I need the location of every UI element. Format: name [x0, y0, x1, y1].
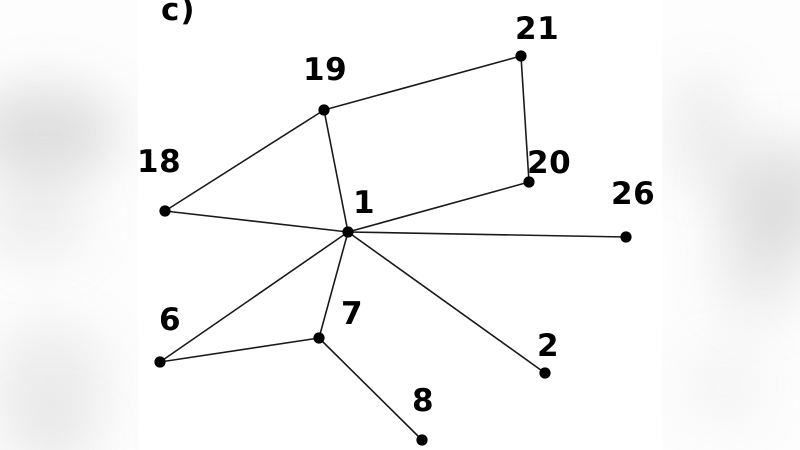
graph-node-label: 8	[412, 383, 435, 419]
backdrop-blob	[715, 215, 800, 320]
graph-node-label: 20	[527, 145, 572, 181]
backdrop-blob	[0, 85, 120, 180]
graph-edge	[323, 55, 522, 111]
graph-edge	[164, 210, 349, 233]
graph-node[interactable]	[620, 231, 632, 243]
graph-edge	[347, 231, 546, 374]
graph-edge	[159, 231, 349, 363]
backdrop-blob	[0, 320, 110, 440]
graph-node-label: 19	[303, 52, 348, 88]
graph-edge	[347, 231, 627, 238]
graph-node[interactable]	[154, 356, 166, 368]
graph-node[interactable]	[416, 434, 428, 446]
graph-node-label: 18	[137, 144, 182, 180]
backdrop-blob	[680, 340, 770, 430]
graph-node-label: 21	[515, 11, 560, 47]
graph-node[interactable]	[318, 104, 330, 116]
graph-node-label: 1	[353, 185, 376, 221]
graph-node[interactable]	[342, 226, 354, 238]
graph-node[interactable]	[515, 50, 527, 62]
graph-edge	[347, 181, 530, 233]
node-layer	[154, 50, 632, 446]
graph-node-label: 26	[611, 176, 656, 212]
panel-tag: c)	[161, 0, 196, 28]
graph-edge	[318, 337, 423, 441]
edge-layer	[159, 55, 627, 441]
graph-edge	[318, 231, 349, 339]
figure-panel	[138, 0, 662, 450]
graph-node[interactable]	[159, 205, 171, 217]
graph-edge	[520, 55, 530, 183]
graph-node[interactable]	[523, 176, 535, 188]
graph-node[interactable]	[313, 332, 325, 344]
graph-node-label: 2	[537, 328, 560, 364]
graph-node-label: 6	[159, 302, 182, 338]
graph-node[interactable]	[539, 367, 551, 379]
graph-edge	[323, 109, 349, 233]
graph-node-label: 7	[341, 296, 364, 332]
backdrop-blob	[670, 70, 740, 190]
backdrop-left	[0, 0, 140, 450]
backdrop-right	[660, 0, 800, 450]
graph-edge	[164, 109, 325, 212]
backdrop-blob	[0, 175, 90, 265]
graph-edge	[159, 337, 320, 363]
